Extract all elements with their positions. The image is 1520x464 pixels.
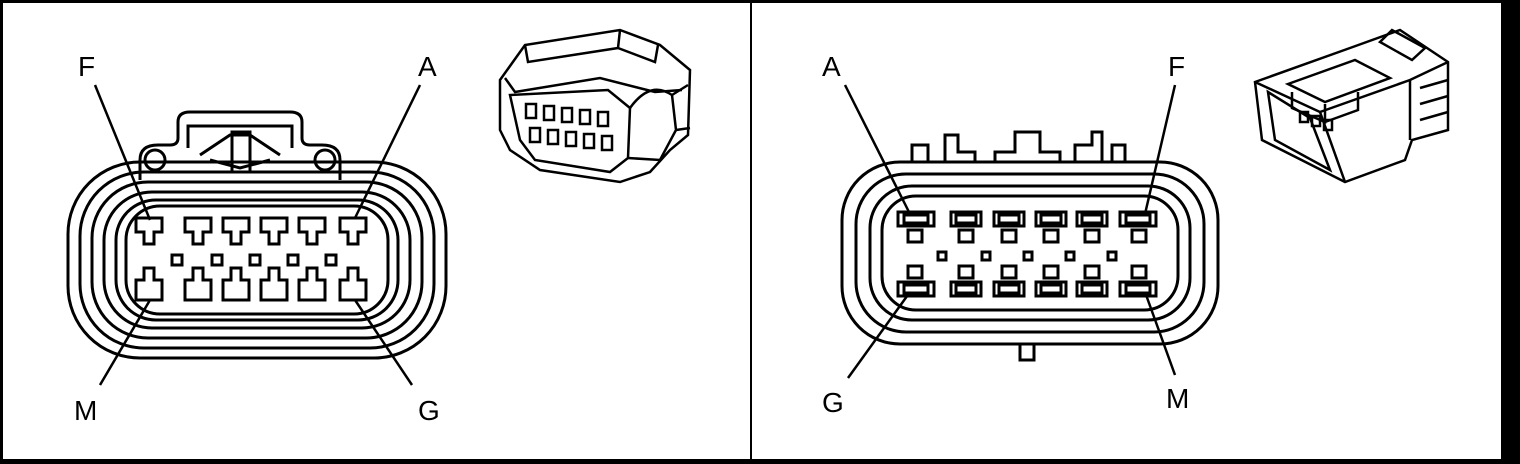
left-connector-face <box>66 110 448 360</box>
right-leader-lines <box>843 84 1177 379</box>
left-connector-isometric <box>498 28 692 184</box>
right-connector-isometric <box>1253 28 1450 184</box>
right-label-bottom-left: G <box>822 387 844 418</box>
right-panel <box>752 3 1501 459</box>
left-label-top-right: A <box>418 51 437 82</box>
left-label-bottom-left: M <box>74 395 97 426</box>
left-label-bottom-right: G <box>418 395 440 426</box>
left-leader-lines <box>93 84 422 386</box>
right-connector-face <box>840 130 1220 362</box>
left-label-top-left: F <box>78 51 95 82</box>
right-label-top-right: F <box>1168 51 1185 82</box>
right-label-top-left: A <box>822 51 841 82</box>
left-panel <box>3 3 750 459</box>
right-label-bottom-right: M <box>1166 383 1189 414</box>
